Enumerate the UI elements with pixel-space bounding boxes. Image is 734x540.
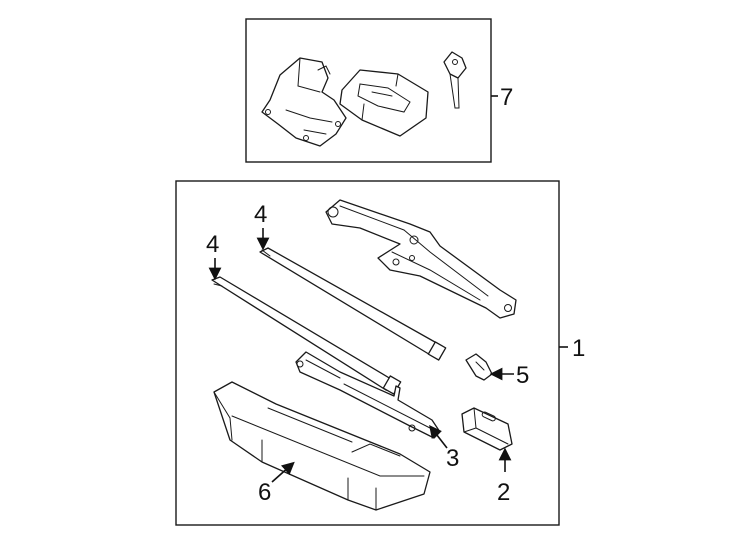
leader-3 [429, 424, 448, 449]
lug-wrench-part [295, 351, 441, 439]
bracket-part [261, 57, 347, 147]
block-part [461, 407, 513, 451]
callout-6: 6 [258, 479, 271, 506]
callout-4-left: 4 [206, 231, 219, 258]
callout-5: 5 [516, 362, 529, 389]
callout-7: 7 [500, 84, 513, 111]
hook-part [465, 353, 493, 381]
tool-part [443, 51, 467, 109]
scissor-jack-part [325, 199, 517, 319]
callout-3: 3 [446, 445, 459, 472]
extension-rod-lower [211, 276, 402, 395]
callout-4-right: 4 [254, 201, 267, 228]
storage-case-part [213, 381, 431, 511]
lower-frame [175, 180, 560, 526]
leader-6 [271, 461, 295, 483]
callout-2: 2 [497, 479, 510, 506]
callout-1: 1 [572, 335, 585, 362]
upper-frame [245, 18, 492, 163]
foam-tray-part [339, 69, 429, 137]
